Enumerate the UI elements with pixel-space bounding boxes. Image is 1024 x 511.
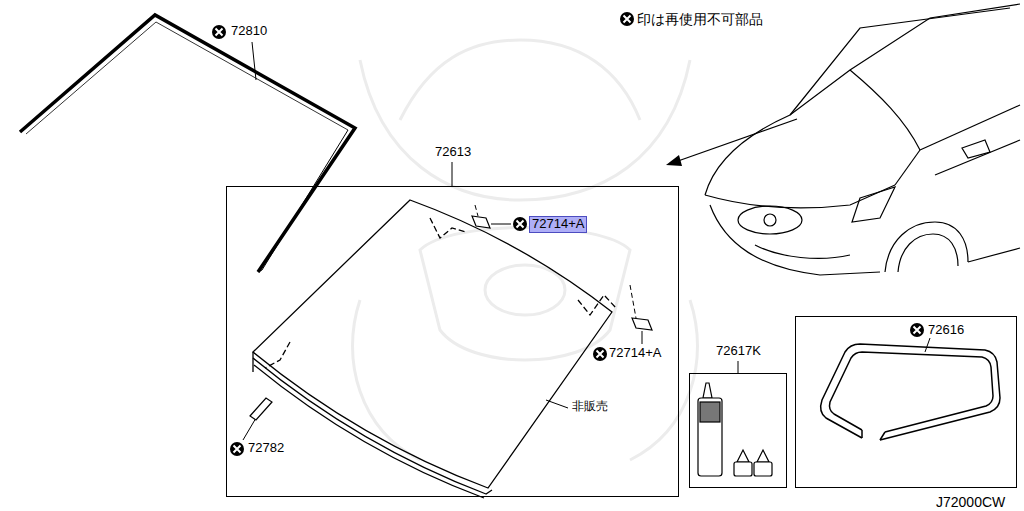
part-number: 72617K	[716, 344, 761, 359]
leader-line	[243, 42, 930, 440]
callout-number: 72810	[231, 24, 267, 39]
dam-strip	[250, 398, 272, 420]
non-reusable-mark	[212, 12, 924, 456]
seal-frame	[821, 344, 1000, 440]
callout-number: J72000CW	[936, 494, 1005, 510]
part-number: 72616	[928, 323, 964, 338]
callout-number: 72782	[248, 441, 284, 456]
part-number: 72613	[435, 145, 471, 160]
parts-box: 72613	[226, 186, 679, 497]
adhesive-kit	[698, 383, 772, 476]
windshield-glass	[253, 200, 616, 498]
callout-number: 非販売	[572, 400, 608, 414]
parts-box: 72616	[795, 316, 1017, 488]
vehicle	[705, 4, 1020, 275]
callout-number: 72714+A	[609, 346, 661, 361]
callout-number: 印は再使用不可部品	[637, 11, 763, 27]
windshield-molding	[20, 15, 355, 272]
clip	[472, 216, 652, 330]
view-arrow	[666, 119, 797, 166]
watermark	[353, 40, 698, 460]
parts-box: 72617K	[689, 373, 787, 488]
highlighted-callout: 72714+A	[529, 216, 587, 233]
